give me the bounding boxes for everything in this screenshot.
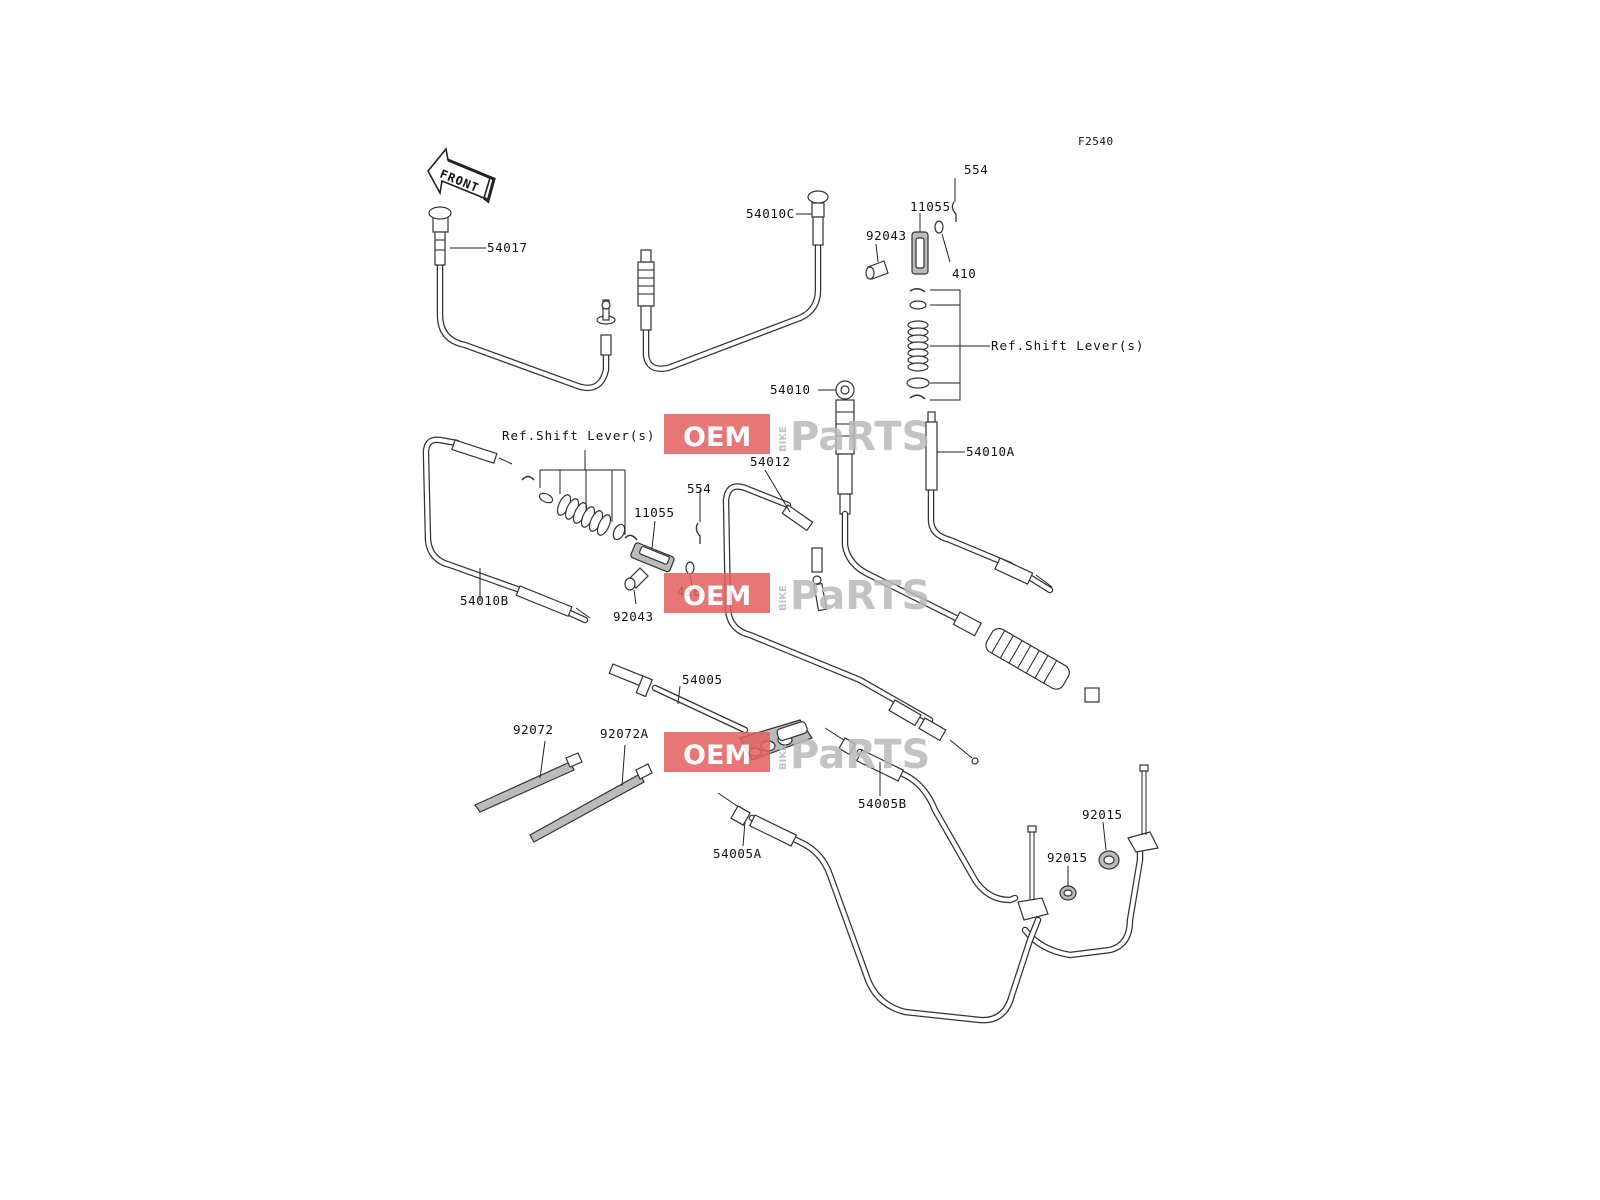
cable-54010 bbox=[835, 380, 1100, 703]
cable-54010a bbox=[925, 411, 1054, 594]
callout-54017: 54017 bbox=[487, 240, 528, 255]
watermark-bottom: OEM BIKE PaRTS bbox=[664, 732, 930, 778]
watermark-top: OEM BIKE PaRTS bbox=[664, 414, 930, 460]
shift-lever-parts-left bbox=[521, 450, 701, 591]
cable-tie-92072a bbox=[529, 763, 653, 843]
watermark-middle: OEM BIKE PaRTS bbox=[664, 573, 930, 619]
svg-text:PaRTS: PaRTS bbox=[790, 573, 930, 619]
callout-11055-mid: 11055 bbox=[634, 505, 675, 520]
shift-lever-parts-top bbox=[865, 201, 990, 401]
front-arrow-icon: FRONT bbox=[427, 147, 496, 204]
cable-54005a bbox=[717, 792, 1077, 1024]
svg-text:OEM: OEM bbox=[683, 740, 751, 771]
leader-lines bbox=[450, 178, 1107, 886]
callout-92072a: 92072A bbox=[600, 726, 649, 741]
callout-54005: 54005 bbox=[682, 672, 723, 687]
svg-text:PaRTS: PaRTS bbox=[790, 732, 930, 778]
callout-92015-right: 92015 bbox=[1082, 807, 1123, 822]
svg-text:PaRTS: PaRTS bbox=[790, 414, 930, 460]
svg-text:OEM: OEM bbox=[683, 581, 751, 612]
callout-54010c: 54010C bbox=[746, 206, 795, 221]
callout-554-mid: 554 bbox=[687, 481, 711, 496]
cable-tie-92072 bbox=[474, 752, 583, 813]
callout-92043-mid: 92043 bbox=[613, 609, 654, 624]
cable-54017 bbox=[428, 206, 616, 392]
callout-410-top: 410 bbox=[952, 266, 976, 281]
callout-92015-mid: 92015 bbox=[1047, 850, 1088, 865]
callout-54010a: 54010A bbox=[966, 444, 1015, 459]
figure-code: F2540 bbox=[1078, 135, 1114, 148]
callout-ref-shift-left: Ref.Shift Lever(s) bbox=[502, 428, 655, 443]
callout-11055-top: 11055 bbox=[910, 199, 951, 214]
svg-text:BIKE: BIKE bbox=[778, 426, 789, 452]
callout-54005b: 54005B bbox=[858, 796, 907, 811]
cable-54010c bbox=[637, 190, 829, 372]
callout-54010: 54010 bbox=[770, 382, 811, 397]
cable-54010b bbox=[422, 436, 591, 624]
callout-92043-top: 92043 bbox=[866, 228, 907, 243]
svg-text:BIKE: BIKE bbox=[778, 744, 789, 770]
callout-554-top: 554 bbox=[964, 162, 988, 177]
callout-ref-shift-right: Ref.Shift Lever(s) bbox=[991, 338, 1144, 353]
callout-54005a: 54005A bbox=[713, 846, 762, 861]
svg-text:BIKE: BIKE bbox=[778, 585, 789, 611]
cable-54012 bbox=[722, 483, 979, 765]
callout-54012: 54012 bbox=[750, 454, 791, 469]
svg-text:OEM: OEM bbox=[683, 422, 751, 453]
callout-92072: 92072 bbox=[513, 722, 554, 737]
callout-54010b: 54010B bbox=[460, 593, 509, 608]
